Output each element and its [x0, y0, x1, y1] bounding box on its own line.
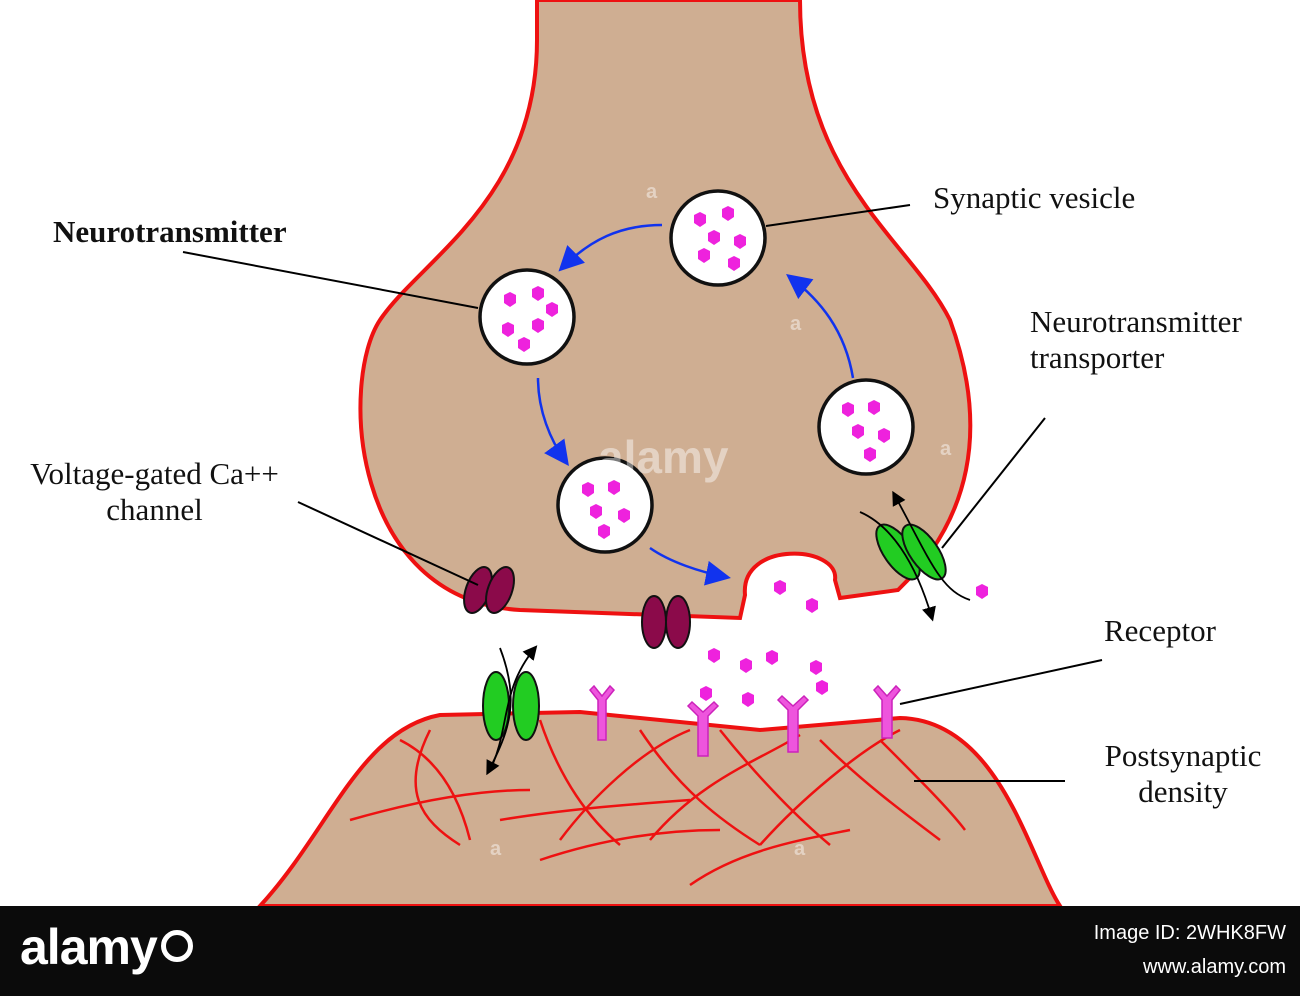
svg-text:a: a [490, 838, 502, 860]
receptor [588, 684, 902, 757]
presynaptic-terminal [358, 0, 973, 621]
vesicle-4 [817, 378, 915, 476]
svg-text:a: a [790, 313, 802, 335]
label-postsynaptic-line2: density [1138, 774, 1228, 809]
footer-url: www.alamy.com [1143, 956, 1286, 978]
label-ca-channel-line2: channel [106, 492, 203, 527]
leader-lines [182, 204, 1103, 782]
vesicle-2 [478, 268, 576, 366]
ca-channel [463, 566, 515, 614]
label-ca-channel-line1: Voltage-gated Ca++ [30, 456, 279, 491]
footer-logo: alamy [20, 918, 193, 976]
label-postsynaptic-density: Postsynaptic density [1078, 738, 1288, 810]
label-transporter: Neurotransmitter transporter [1030, 304, 1242, 376]
postsynaptic-terminal [257, 709, 1063, 906]
label-transporter-line1: Neurotransmitter [1030, 304, 1242, 339]
vesicle-cycle-arrows [536, 223, 855, 586]
postsynaptic-transporter [482, 645, 540, 776]
label-receptor: Receptor [1104, 613, 1216, 648]
svg-text:alamy: alamy [598, 431, 729, 483]
footer-image-id: Image ID: 2WHK8FW [1093, 922, 1286, 944]
label-postsynaptic-line1: Postsynaptic [1104, 738, 1262, 773]
logo-mark-icon [160, 930, 193, 962]
label-neurotransmitter: Neurotransmitter [53, 214, 287, 249]
footer-bar: alamy Image ID: 2WHK8FW www.alamy.com [0, 906, 1300, 996]
ca-channel-2 [641, 595, 691, 649]
synaptic-vesicle [669, 189, 767, 287]
label-ca-channel: Voltage-gated Ca++ channel [2, 456, 307, 528]
vesicle-3 [556, 456, 654, 554]
svg-text:a: a [794, 838, 806, 860]
footer-info: Image ID: 2WHK8FW www.alamy.com [1094, 916, 1286, 984]
svg-text:a: a [940, 438, 952, 460]
svg-text:a: a [646, 181, 658, 203]
synapse-diagram: alamy a a a a a [182, 0, 1103, 906]
label-transporter-line2: transporter [1030, 340, 1165, 375]
watermark: alamy a a a a a [490, 181, 952, 860]
neurotransmitter-transporter [859, 490, 971, 622]
label-synaptic-vesicle: Synaptic vesicle [933, 180, 1136, 215]
